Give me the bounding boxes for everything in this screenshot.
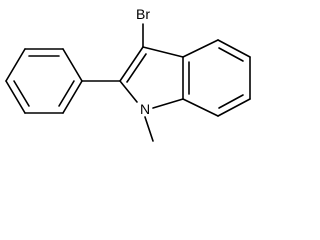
bond-c2-c3-double [126, 53, 147, 83]
nitrogen-label: N [140, 101, 150, 117]
bond-n1-c2 [119, 80, 138, 103]
bond-ph6-ph1-double [58, 80, 75, 107]
bond-c4-c5 [217, 39, 251, 58]
bond-c2-c3 [119, 46, 144, 82]
bond-n-methyl [144, 116, 154, 142]
bond-c3a-c4 [182, 39, 219, 58]
bond-c7a-n1 [152, 98, 184, 109]
bond-c6-c7-double [218, 94, 244, 109]
molecule-structure: Br N [5, 6, 251, 142]
bond-ph4-ph5 [5, 80, 26, 114]
bond-c4-c5-double [218, 47, 244, 62]
bond-c7-c7a [182, 98, 219, 117]
phenyl-ring [5, 48, 121, 114]
bond-ph6-ph1 [62, 80, 83, 114]
bromine-label: Br [136, 6, 150, 22]
bond-ph4-ph5-double [13, 80, 30, 107]
bond-ph1-ph2 [62, 48, 83, 82]
bond-c6-c7 [217, 98, 251, 117]
bond-c3-c3a [142, 46, 184, 58]
benzo-ring [182, 39, 251, 117]
bond-ph3-ph4 [5, 48, 26, 82]
pyrrole-ring [119, 46, 184, 109]
